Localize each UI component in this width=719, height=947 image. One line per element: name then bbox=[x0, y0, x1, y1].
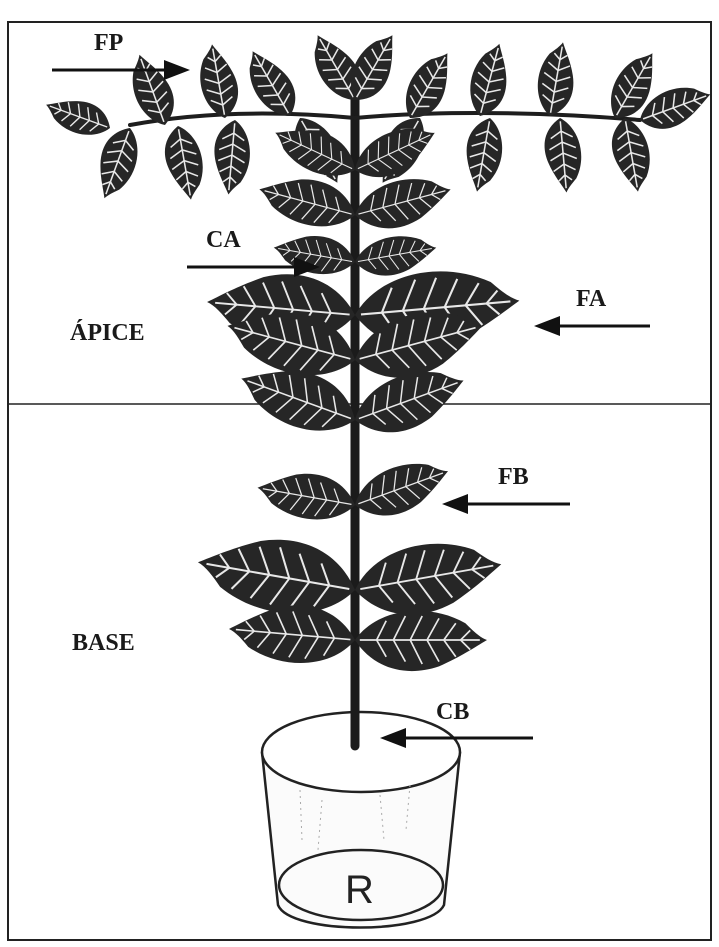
base-leaves bbox=[192, 352, 508, 671]
label-fb: FB bbox=[498, 464, 529, 490]
arrow-fb bbox=[442, 494, 570, 514]
label-r: R bbox=[345, 868, 374, 912]
label-apice: ÁPICE bbox=[70, 320, 145, 346]
label-cb: CB bbox=[436, 699, 469, 725]
label-base: BASE bbox=[72, 630, 135, 656]
label-fa: FA bbox=[576, 286, 607, 312]
upper-branches bbox=[41, 26, 717, 204]
arrow-fp bbox=[52, 60, 190, 80]
label-fp: FP bbox=[94, 30, 123, 56]
arrow-ca bbox=[187, 257, 320, 277]
arrow-fa bbox=[534, 316, 650, 336]
label-ca: CA bbox=[206, 227, 241, 253]
